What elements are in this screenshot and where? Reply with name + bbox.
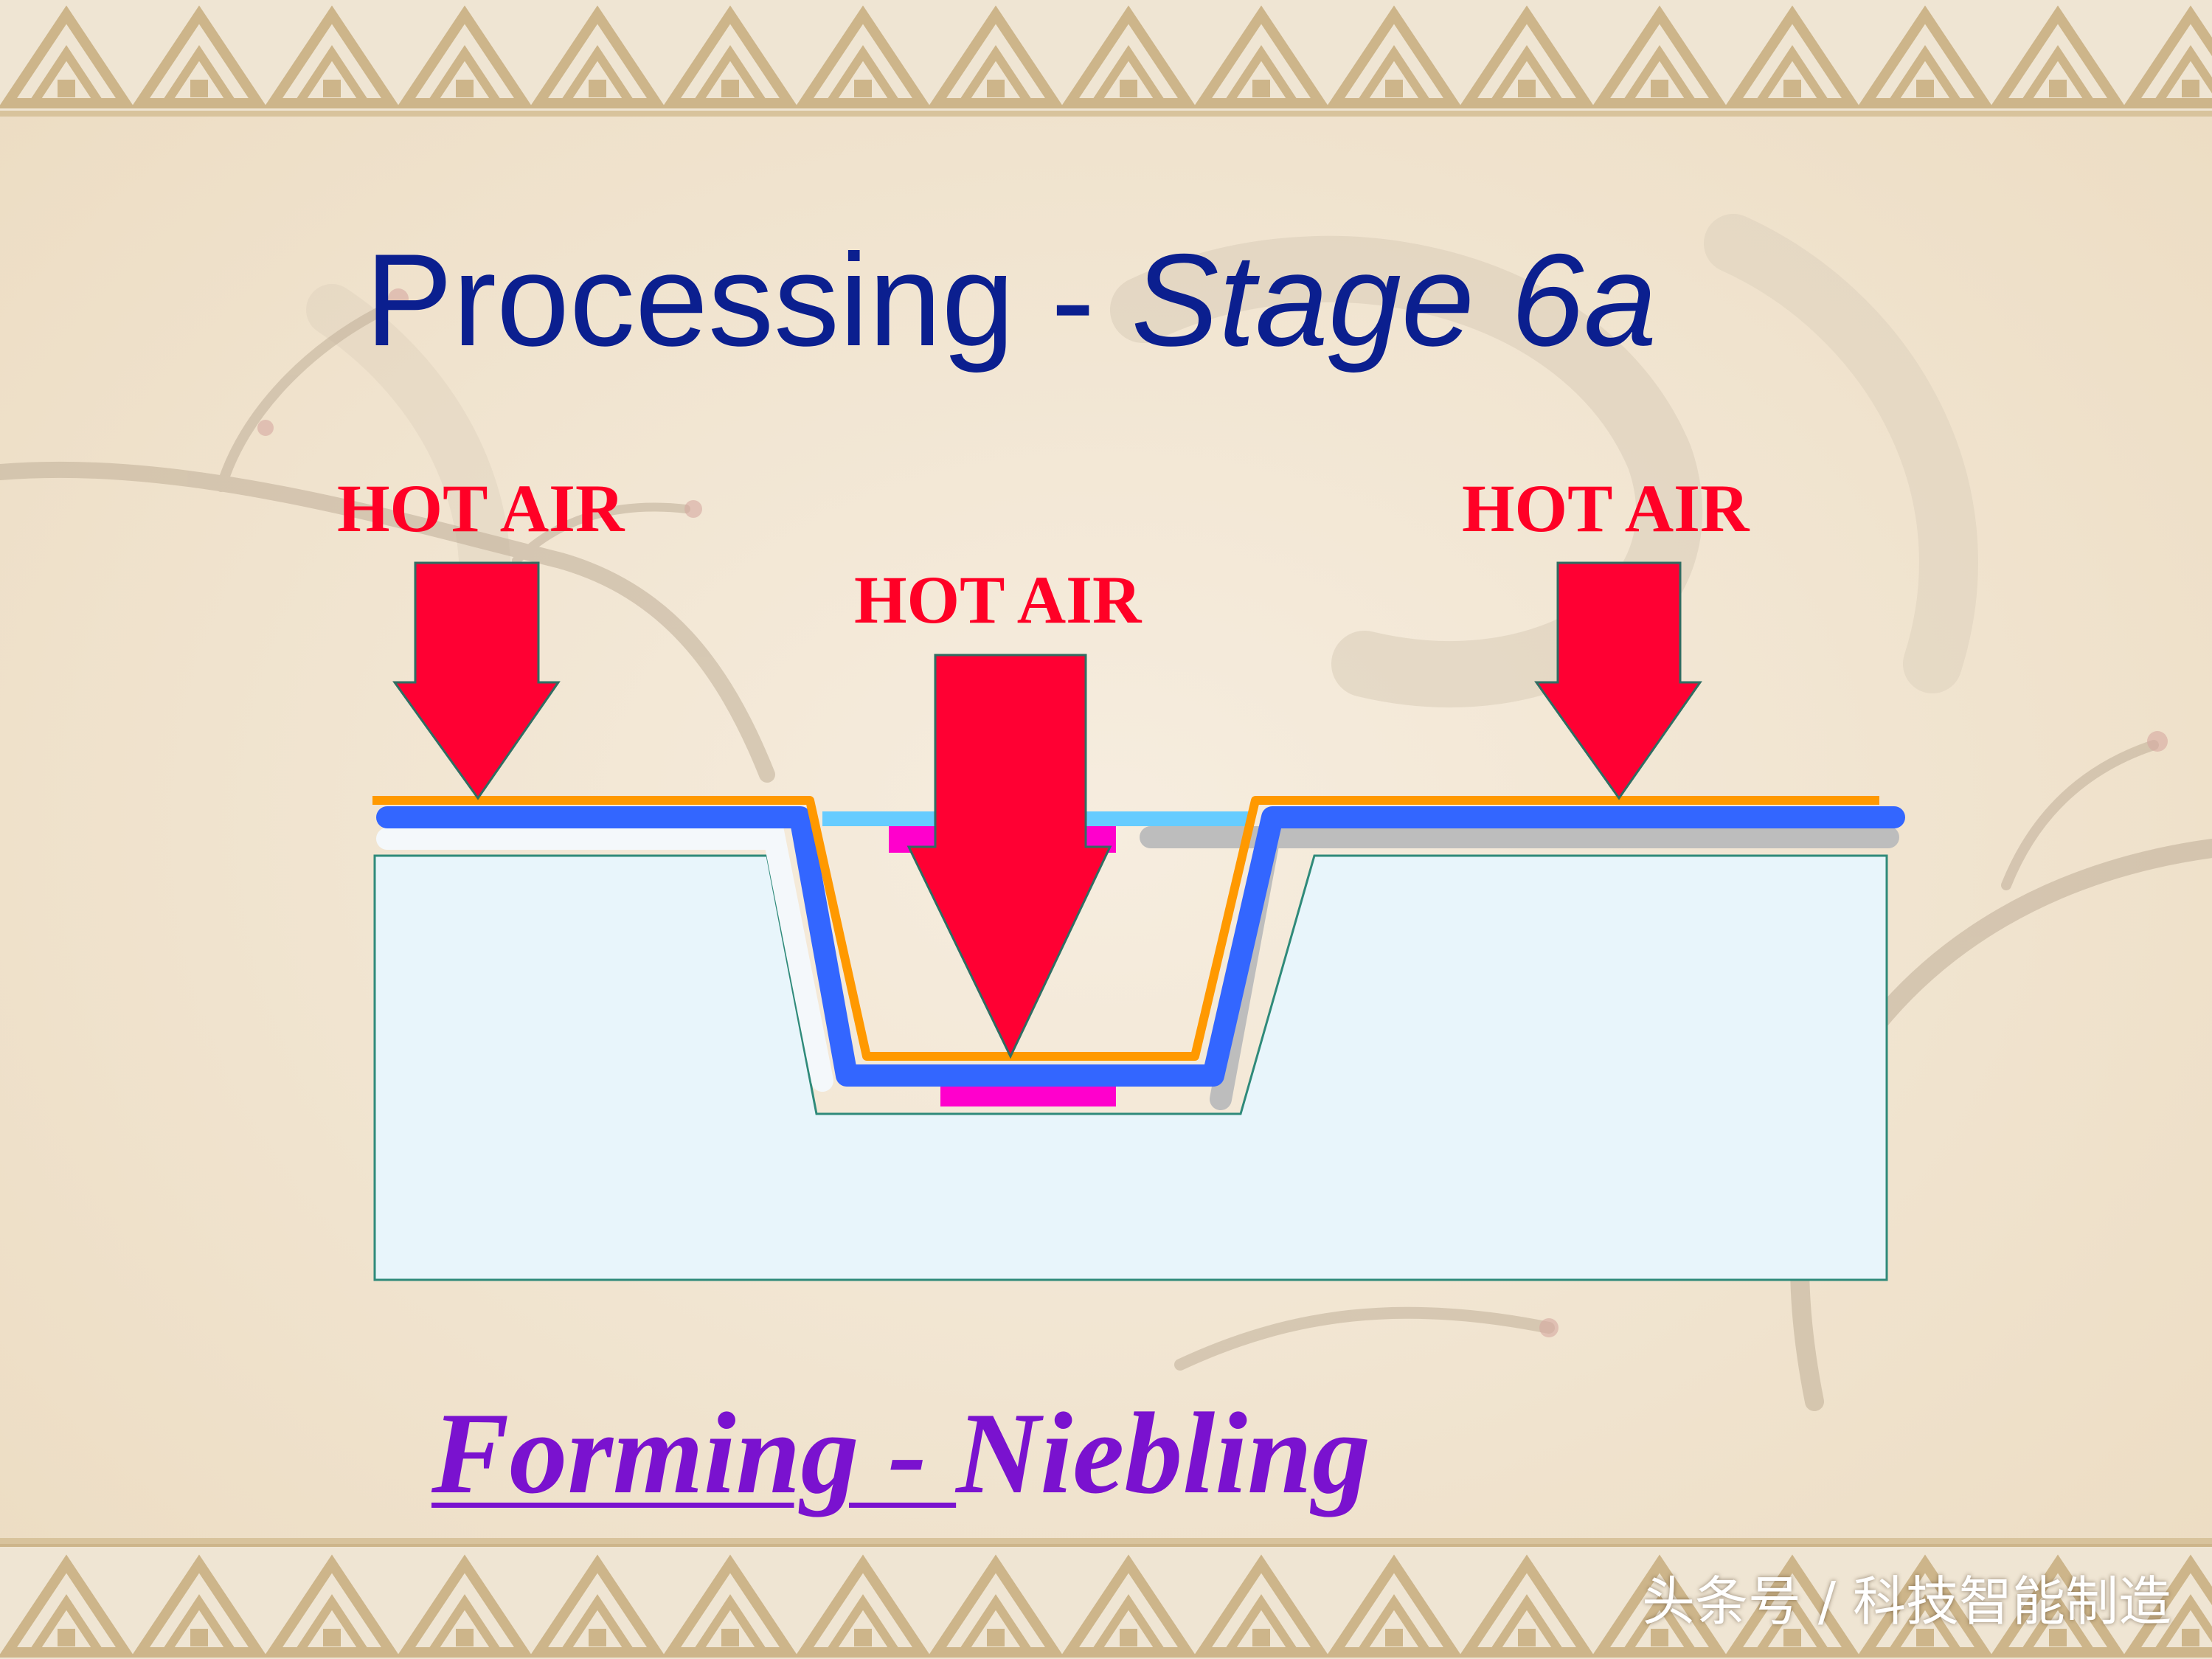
source-watermark: 头条号 / 科技智能制造 xyxy=(1641,1570,2171,1632)
hot-air-arrow-center xyxy=(906,654,1112,1059)
pale-layer xyxy=(376,828,833,1092)
process-subtitle: Forming - Niebling xyxy=(431,1396,1370,1512)
title-stage: Stage 6a xyxy=(1131,226,1657,373)
hot-air-label-center: HOT AIR xyxy=(854,562,1142,637)
orange-film xyxy=(372,796,1879,1061)
subtitle-method: Niebling xyxy=(956,1389,1370,1518)
hot-air-arrow-left xyxy=(392,561,561,800)
title-main: Processing - xyxy=(365,226,1131,373)
page-title: Processing - Stage 6a xyxy=(365,235,1657,366)
hot-air-label-left: HOT AIR xyxy=(337,471,625,546)
mold-substrate xyxy=(373,854,1888,1281)
subtitle-forming: Forming - xyxy=(431,1389,957,1518)
hot-air-label-right: HOT AIR xyxy=(1462,471,1750,546)
magenta-pad-bottom xyxy=(940,1084,1116,1106)
hot-air-arrow-right xyxy=(1534,561,1702,800)
blue-layer xyxy=(376,806,1905,1087)
